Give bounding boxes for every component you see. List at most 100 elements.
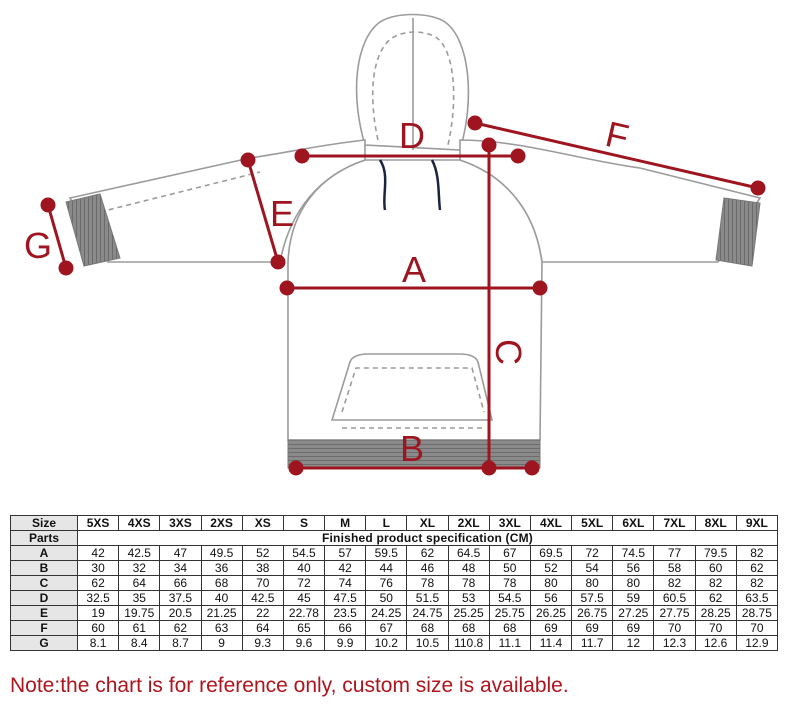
value-cell: 47 [159, 545, 202, 561]
value-cell: 27.25 [612, 605, 655, 621]
label-f: F [602, 113, 633, 158]
value-cell: 63.5 [735, 590, 779, 606]
part-label-cell: A [10, 545, 78, 561]
value-cell: 50 [488, 560, 531, 576]
value-cell: 78 [406, 575, 449, 591]
value-cell: 25.25 [447, 605, 490, 621]
value-cell: 28.25 [694, 605, 737, 621]
label-c: C [488, 339, 529, 365]
value-cell: 60 [694, 560, 737, 576]
value-cell: 42 [76, 545, 120, 561]
value-cell: 44 [365, 560, 408, 576]
value-cell: 68 [406, 620, 449, 636]
value-cell: 50 [365, 590, 408, 606]
value-cell: 8.4 [118, 635, 161, 651]
hem-rib [287, 439, 541, 469]
value-cell: 8.1 [76, 635, 120, 651]
value-cell: 9 [200, 635, 243, 651]
label-e: E [270, 193, 294, 234]
size-header-cell: 5XL [571, 515, 614, 531]
value-cell: 74 [324, 575, 367, 591]
value-cell: 45 [282, 590, 326, 606]
size-header-cell: 7XL [653, 515, 696, 531]
value-cell: 11.7 [571, 635, 614, 651]
value-cell: 26.75 [571, 605, 614, 621]
value-cell: 53 [447, 590, 490, 606]
value-cell: 40 [200, 590, 243, 606]
value-cell: 24.25 [365, 605, 408, 621]
parts-header-label: Parts [10, 530, 78, 546]
value-cell: 42.5 [241, 590, 284, 606]
value-cell: 57.5 [571, 590, 614, 606]
value-cell: 62 [76, 575, 120, 591]
size-header-cell: 3XL [488, 515, 531, 531]
value-cell: 34 [159, 560, 202, 576]
reference-note: Note:the chart is for reference only, cu… [10, 674, 569, 697]
value-cell: 9.9 [324, 635, 367, 651]
size-header-cell: 5XS [76, 515, 120, 531]
value-cell: 23.5 [324, 605, 367, 621]
value-cell: 69 [529, 620, 573, 636]
value-cell: 72 [571, 545, 614, 561]
drawcord-right [430, 159, 442, 211]
size-header-cell: L [365, 515, 408, 531]
value-cell: 20.5 [159, 605, 202, 621]
value-cell: 28.75 [735, 605, 779, 621]
value-cell: 60 [76, 620, 120, 636]
measure-line-e [246, 159, 280, 263]
left-cuff-rib [65, 193, 121, 267]
value-cell: 82 [694, 575, 737, 591]
value-cell: 52 [529, 560, 573, 576]
size-header-cell: 2XS [200, 515, 243, 531]
value-cell: 64.5 [447, 545, 490, 561]
value-cell: 70 [653, 620, 696, 636]
value-cell: 25.75 [488, 605, 531, 621]
size-header-cell: 6XL [612, 515, 655, 531]
value-cell: 9.6 [282, 635, 326, 651]
value-cell: 82 [653, 575, 696, 591]
value-cell: 60.5 [653, 590, 696, 606]
value-cell: 42.5 [118, 545, 161, 561]
value-cell: 49.5 [200, 545, 243, 561]
value-cell: 54 [571, 560, 614, 576]
value-cell: 69 [612, 620, 655, 636]
value-cell: 77 [653, 545, 696, 561]
value-cell: 54.5 [488, 590, 531, 606]
part-label-cell: B [10, 560, 78, 576]
value-cell: 19.75 [118, 605, 161, 621]
value-cell: 12 [612, 635, 655, 651]
value-cell: 24.75 [406, 605, 449, 621]
value-cell: 62 [694, 590, 737, 606]
value-cell: 68 [447, 620, 490, 636]
value-cell: 58 [653, 560, 696, 576]
value-cell: 69.5 [529, 545, 573, 561]
right-cuff-rib [715, 197, 761, 267]
value-cell: 54.5 [282, 545, 326, 561]
value-cell: 21.25 [200, 605, 243, 621]
label-b: B [400, 428, 424, 469]
value-cell: 62 [159, 620, 202, 636]
value-cell: 11.1 [488, 635, 531, 651]
value-cell: 26.25 [529, 605, 573, 621]
value-cell: 82 [735, 575, 779, 591]
value-cell: 61 [118, 620, 161, 636]
part-label-cell: F [10, 620, 78, 636]
label-a: A [402, 249, 426, 290]
size-header-cell: 8XL [694, 515, 737, 531]
size-header-cell: 4XL [529, 515, 573, 531]
value-cell: 80 [529, 575, 573, 591]
value-cell: 76 [365, 575, 408, 591]
value-cell: 69 [571, 620, 614, 636]
measure-line-f [474, 121, 759, 190]
value-cell: 74.5 [612, 545, 655, 561]
value-cell: 42 [324, 560, 367, 576]
value-cell: 11.4 [529, 635, 573, 651]
value-cell: 30 [76, 560, 120, 576]
part-label-cell: E [10, 605, 78, 621]
measure-line-g [46, 204, 68, 269]
size-header-cell: XL [406, 515, 449, 531]
